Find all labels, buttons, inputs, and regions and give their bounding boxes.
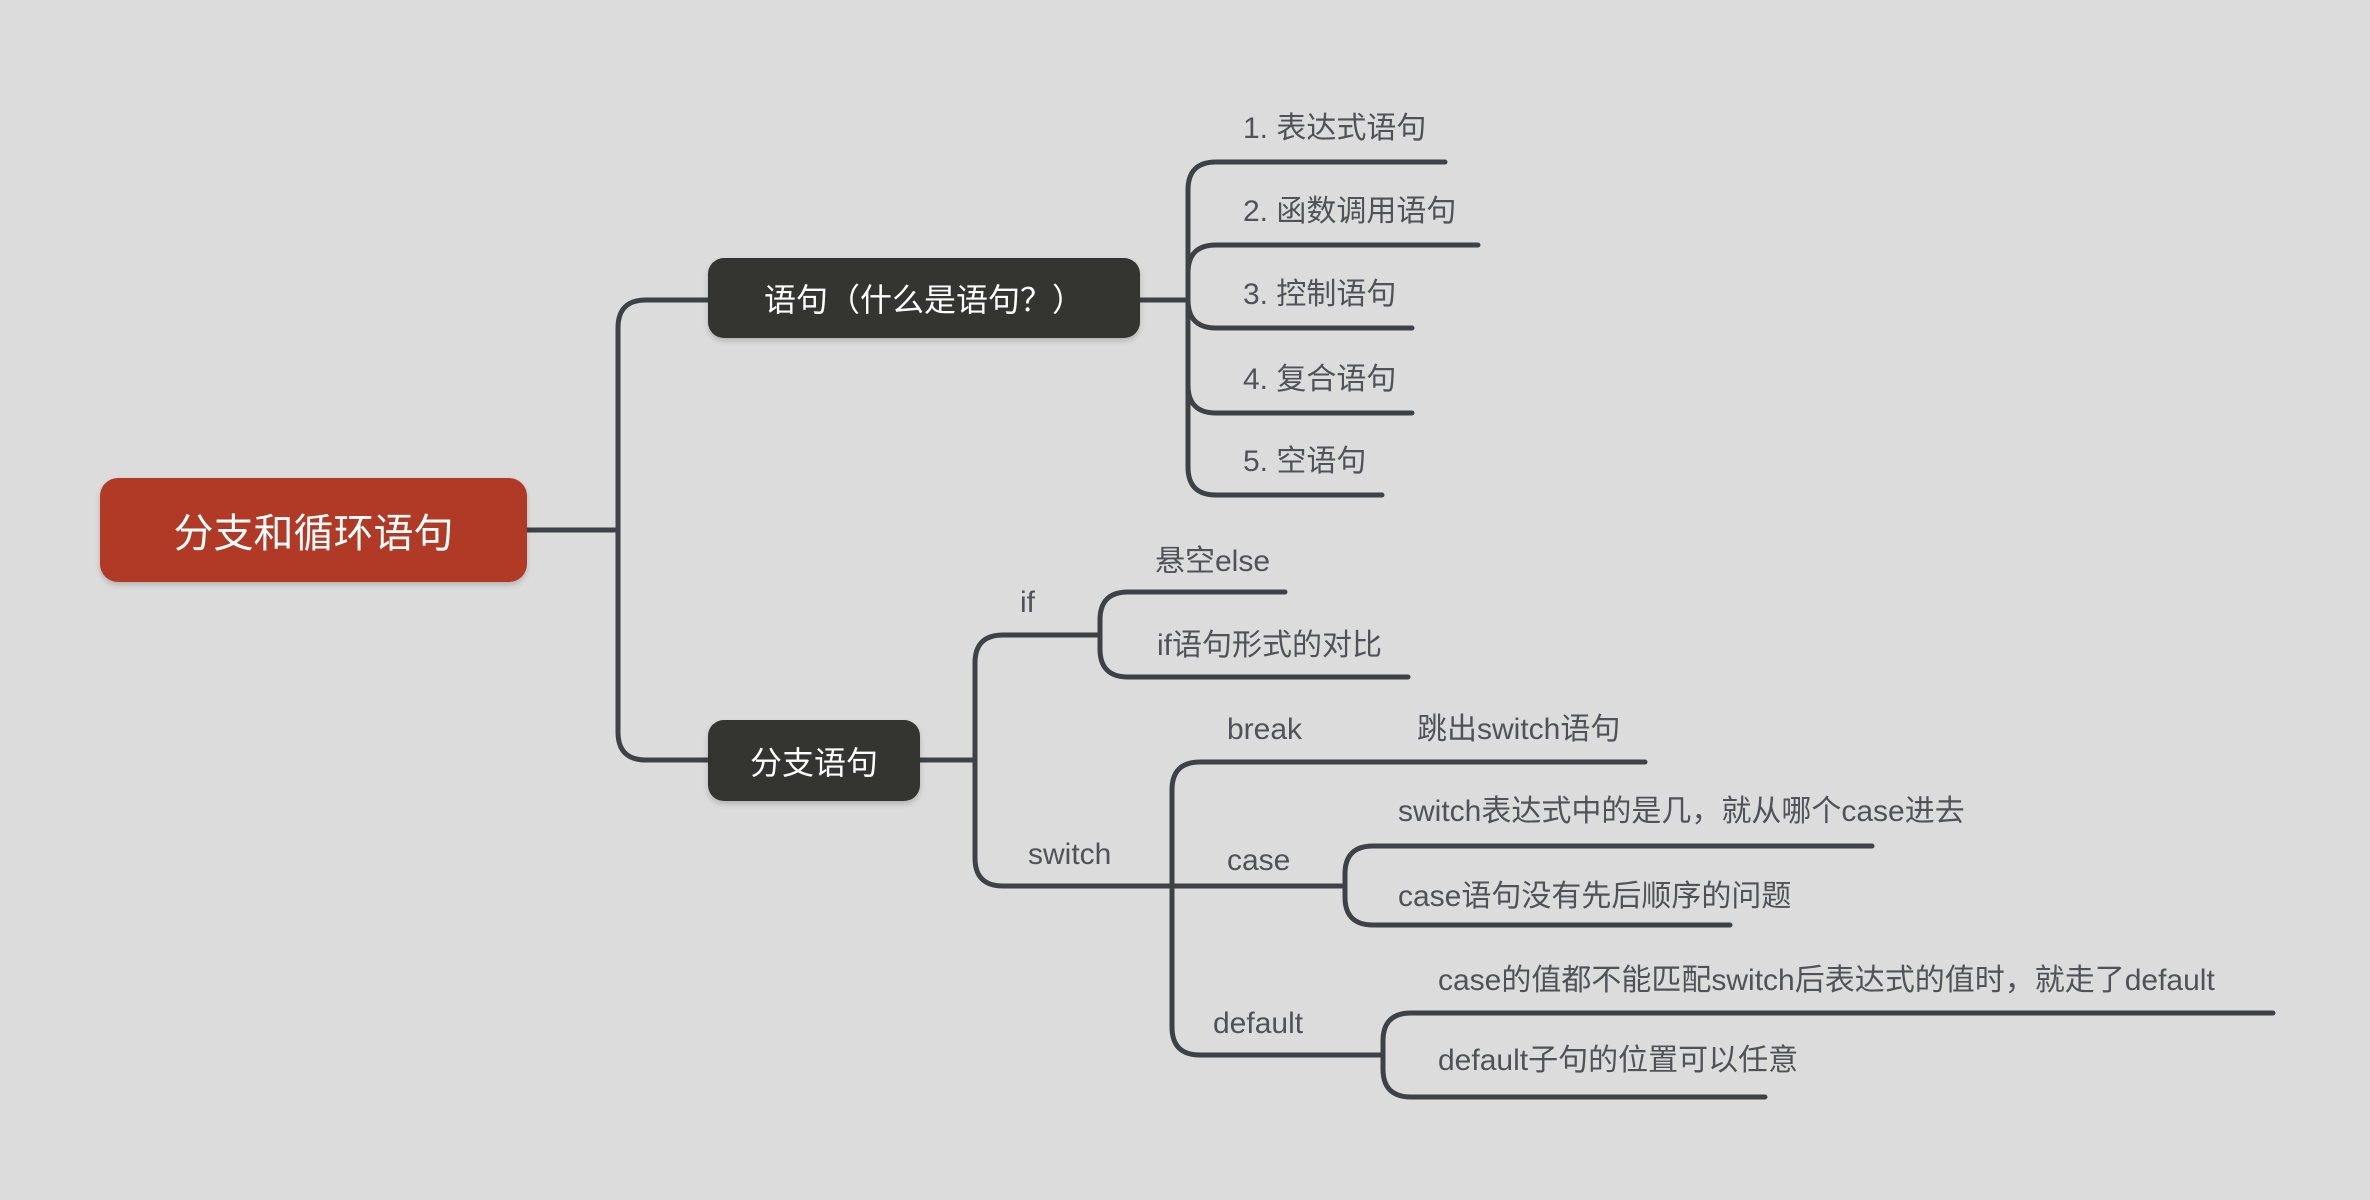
if-dangling-else[interactable]: 悬空else	[1155, 545, 1271, 578]
edge-default-note-2	[1380, 1052, 1768, 1100]
default-note-position[interactable]: default子句的位置可以任意	[1438, 1044, 1799, 1077]
edge-default-note-1	[1380, 1010, 2276, 1058]
edge-branch-switch	[972, 757, 1175, 889]
if-form-compare[interactable]: if语句形式的对比	[1157, 629, 1382, 662]
statement-child-control[interactable]: 3. 控制语句	[1243, 278, 1397, 311]
edge-statement-child-2	[1185, 242, 1481, 303]
edge-branch-if	[972, 632, 1103, 763]
edge-if-compare	[1097, 632, 1411, 680]
break-note[interactable]: 跳出switch语句	[1417, 713, 1621, 746]
branch-if-topic[interactable]: if	[1020, 586, 1035, 619]
edge-if-dangling-else	[1097, 589, 1288, 638]
statement-child-empty[interactable]: 5. 空语句	[1243, 445, 1367, 478]
edge-root-branch	[615, 527, 711, 763]
edge-root-statement	[615, 297, 711, 533]
edge-switch-default	[1169, 883, 1386, 1058]
statement-child-compound[interactable]: 4. 复合语句	[1243, 363, 1397, 396]
edge-switch-break	[1169, 759, 1648, 889]
edge-case-note-1	[1342, 843, 1875, 889]
branch-switch-topic[interactable]: switch	[1028, 838, 1112, 871]
topic-statement[interactable]: 语句（什么是语句？）	[708, 258, 1140, 338]
switch-default-topic[interactable]: default	[1213, 1007, 1304, 1040]
edge-statement-child-5	[1185, 297, 1385, 498]
default-note-match[interactable]: case的值都不能匹配switch后表达式的值时，就走了default	[1438, 964, 2215, 997]
edge-statement-child-1	[1185, 159, 1448, 303]
topic-branch[interactable]: 分支语句	[708, 720, 920, 801]
statement-child-function-call[interactable]: 2. 函数调用语句	[1243, 195, 1457, 228]
switch-case-topic[interactable]: case	[1227, 844, 1291, 877]
case-note-order[interactable]: case语句没有先后顺序的问题	[1398, 880, 1792, 913]
switch-break-topic[interactable]: break	[1227, 713, 1303, 746]
statement-child-expression[interactable]: 1. 表达式语句	[1243, 112, 1427, 145]
root-topic[interactable]: 分支和循环语句	[100, 478, 527, 582]
edge-case-note-2	[1342, 883, 1733, 928]
case-note-enter[interactable]: switch表达式中的是几，就从哪个case进去	[1398, 795, 1965, 828]
